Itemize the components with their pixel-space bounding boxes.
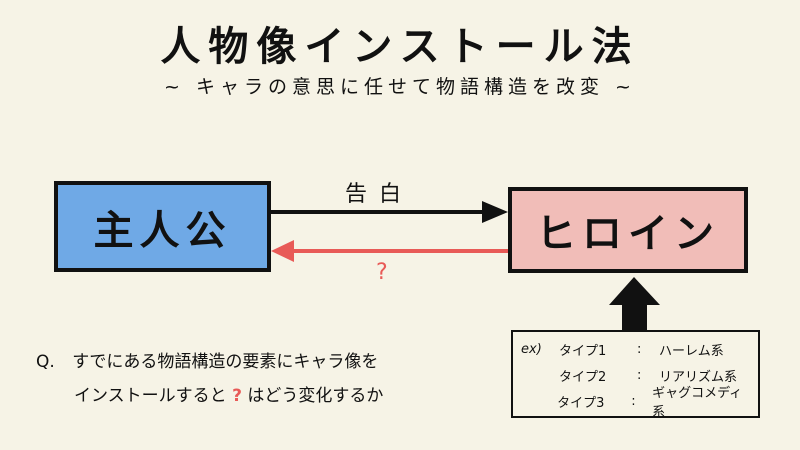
example-row: タイプ2 : リアリズム系 (521, 362, 750, 388)
confession-arrowhead-icon (482, 201, 508, 223)
example-row: タイプ3 : ギャグコメディ系 (521, 386, 750, 420)
example-colon: : (631, 393, 636, 409)
example-colon: : (637, 341, 642, 357)
response-question-mark: ? (376, 260, 388, 285)
question-text-2b: はどう変化するか (247, 386, 384, 406)
example-desc: リアリズム系 (659, 369, 738, 385)
hero-box: 主人公 (54, 181, 271, 272)
question-block: Q. すでにある物語構造の要素にキャラ像を インストールすると ? はどう変化す… (36, 345, 383, 413)
example-type: タイプ1 (559, 343, 607, 359)
heroine-box: ヒロイン (508, 187, 748, 273)
question-red-mark: ? (232, 386, 242, 406)
confession-label: 告白 (345, 182, 414, 207)
page-title: 人物像インストール法 (160, 24, 640, 70)
question-text-2a: インストールすると (74, 386, 227, 406)
example-type: タイプ2 (559, 369, 607, 385)
install-arrowhead-icon (609, 277, 660, 305)
examples-prefix: ex) (521, 341, 542, 357)
response-arrowhead-icon (271, 240, 294, 262)
question-line-2: インストールすると ? はどう変化するか (36, 379, 383, 413)
question-line-1: Q. すでにある物語構造の要素にキャラ像を (36, 345, 383, 379)
examples-box: ex) タイプ1 : ハーレム系 タイプ2 : リアリズム系 タイプ3 : ギャ… (511, 330, 760, 420)
question-prefix: Q. (36, 352, 55, 372)
example-desc: ハーレム系 (659, 343, 724, 359)
example-type: タイプ3 (557, 395, 605, 411)
page-subtitle: ~ キャラの意思に任せて物語構造を改変 ~ (164, 76, 636, 98)
example-desc: ギャグコメディ系 (652, 386, 743, 420)
example-row: ex) タイプ1 : ハーレム系 (521, 336, 750, 362)
example-colon: : (637, 367, 642, 383)
install-arrow-shaft (622, 303, 647, 331)
question-text-1: すでにある物語構造の要素にキャラ像を (72, 352, 379, 372)
